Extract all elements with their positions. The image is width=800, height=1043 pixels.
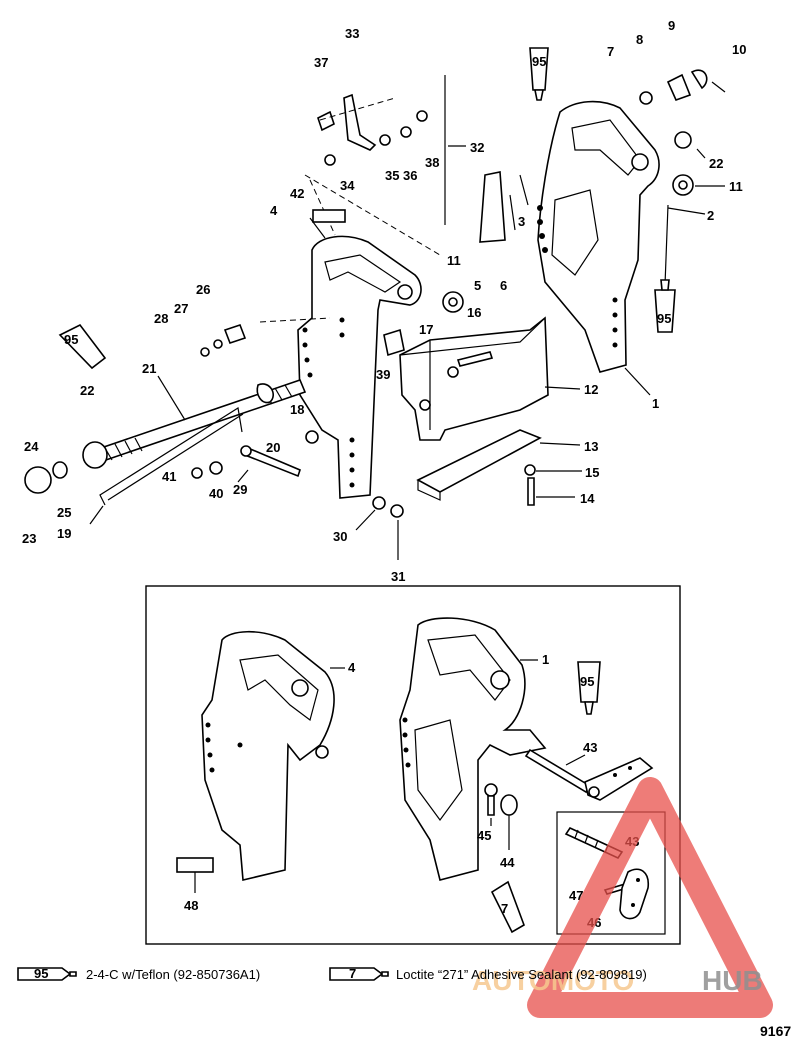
inset-part-45-bolt: [484, 783, 498, 816]
callout-5: 5: [474, 278, 481, 293]
callout-18: 18: [290, 402, 304, 417]
assembly-guide-line: [304, 174, 441, 256]
svg-text:7: 7: [349, 966, 356, 981]
callout-23: 23: [22, 531, 36, 546]
callout-41: 41: [162, 469, 176, 484]
callout-26: 26: [196, 282, 210, 297]
callout-12: 12: [584, 382, 598, 397]
callout-34: 34: [340, 178, 355, 193]
inset-frame: [145, 585, 681, 945]
sub-inset-frame: [556, 811, 666, 935]
sealant-tube-7-inset: 7: [490, 880, 525, 934]
sealant-tube-95-top: 95: [529, 47, 549, 101]
callout-39: 39: [376, 367, 390, 382]
part-42-decal: [312, 209, 346, 223]
part-19-l-rod: [99, 407, 244, 506]
part-29-bolt: [240, 445, 301, 478]
callout-21: 21: [142, 361, 156, 376]
sealant-tube-95-inset: 95: [577, 661, 601, 715]
inset-callout-48: 48: [184, 898, 198, 913]
svg-text:HUB: HUB: [702, 965, 763, 996]
svg-text:AUTOMOTO: AUTOMOTO: [472, 965, 634, 996]
callout-28: 28: [154, 311, 168, 326]
svg-text:95: 95: [64, 332, 78, 347]
callouts-top: 1 2 3 4 5 6 7 8 9 10 11 11 12 13 14 15 1…: [22, 18, 746, 584]
part-4-transom-bracket-left: [297, 235, 422, 499]
svg-text:95: 95: [34, 966, 48, 981]
callout-11-mid: 11: [447, 253, 461, 268]
svg-text:2-4-C w/Teflon (92-850736A1): 2-4-C w/Teflon (92-850736A1): [86, 967, 260, 982]
callout-31: 31: [391, 569, 405, 584]
callout-6: 6: [500, 278, 507, 293]
assembly-guide-line: [319, 97, 396, 121]
part-1-transom-bracket-right: [537, 100, 660, 373]
sealant-tube-95-right: 95: [654, 279, 676, 333]
inset-callout-45: 45: [477, 828, 491, 843]
callout-10: 10: [732, 42, 746, 57]
callout-9: 9: [668, 18, 675, 33]
callout-33: 33: [345, 26, 359, 41]
part-12-mounting-box: [399, 316, 549, 441]
parts-small-hardware: [191, 69, 726, 518]
inset-part-4-bracket: [201, 630, 335, 881]
callout-19: 19: [57, 526, 71, 541]
watermark-logo: AUTOMOTO HUB: [472, 777, 773, 1018]
inset-callout-43: 43: [583, 740, 597, 755]
part-13-bar: [416, 429, 542, 501]
legend-item-7: 7 Loctite “271” Adhesive Sealant (92-809…: [329, 966, 647, 982]
callout-42: 42: [290, 186, 304, 201]
callout-2: 2: [707, 208, 714, 223]
callout-32: 32: [470, 140, 484, 155]
callout-25: 25: [57, 505, 71, 520]
svg-text:Loctite “271” Adhesive Sealant: Loctite “271” Adhesive Sealant (92-80981…: [396, 967, 647, 982]
inset-part-48-decal: [176, 857, 214, 873]
callout-24: 24: [24, 439, 39, 454]
assembly-guide-line: [259, 317, 331, 323]
callout-8: 8: [636, 32, 643, 47]
callout-14: 14: [580, 491, 595, 506]
callout-15: 15: [585, 465, 599, 480]
callout-16: 16: [467, 305, 481, 320]
callout-3: 3: [518, 214, 525, 229]
callout-20: 20: [266, 440, 280, 455]
svg-text:95: 95: [657, 311, 671, 326]
callout-22-right: 22: [709, 156, 723, 171]
inset-callout-1: 1: [542, 652, 549, 667]
inset-callout-44: 44: [500, 855, 515, 870]
svg-text:7: 7: [501, 901, 508, 916]
callout-30: 30: [333, 529, 347, 544]
figure-number: 9167: [760, 1023, 791, 1039]
inset-part-43-lever: [524, 748, 654, 801]
parts-nut-stack-left: [24, 441, 108, 494]
callout-17: 17: [419, 322, 433, 337]
callout-13: 13: [584, 439, 598, 454]
callout-40: 40: [209, 486, 223, 501]
inset-callout-4: 4: [348, 660, 356, 675]
svg-text:95: 95: [532, 54, 546, 69]
callout-7: 7: [607, 44, 614, 59]
callout-36: 36: [403, 168, 417, 183]
assembly-guide-line: [309, 179, 336, 236]
callout-29: 29: [233, 482, 247, 497]
callout-1: 1: [652, 396, 659, 411]
callout-38: 38: [425, 155, 439, 170]
callout-37: 37: [314, 55, 328, 70]
callout-4: 4: [270, 203, 278, 218]
svg-text:95: 95: [580, 674, 594, 689]
sealant-tube-95-left: 95: [58, 323, 107, 370]
inset-part-44-washer: [500, 794, 518, 816]
callout-35: 35: [385, 168, 399, 183]
callout-22-left: 22: [80, 383, 94, 398]
legend-item-95: 95 2-4-C w/Teflon (92-850736A1): [17, 966, 260, 982]
callout-11-right: 11: [729, 179, 743, 194]
callout-27: 27: [174, 301, 188, 316]
inset-part-1-bracket: [399, 617, 547, 881]
